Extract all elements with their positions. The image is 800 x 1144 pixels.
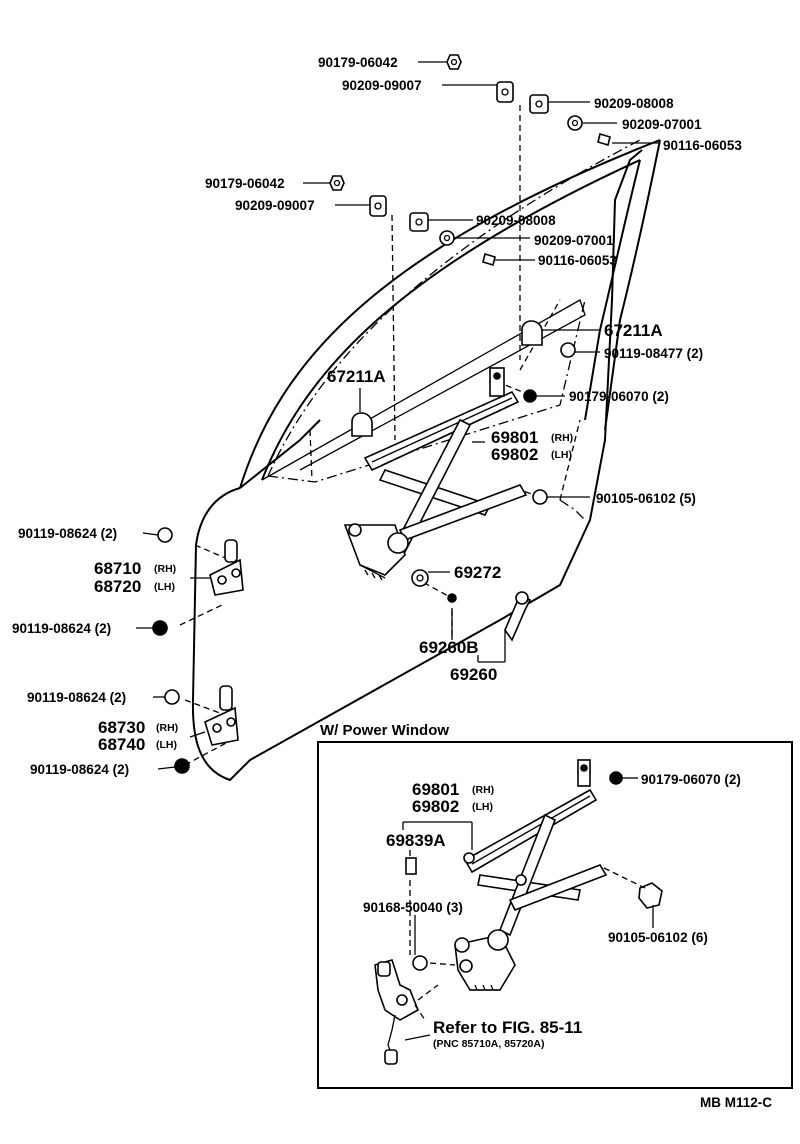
label-90119-08624-b: 90119-08624 (2) [12, 621, 111, 636]
window-crank-handle [504, 591, 532, 642]
label-90179-06070: 90179-06070 (2) [569, 389, 669, 404]
label-90105-06102: 90105-06102 (5) [596, 491, 696, 506]
inset-label-69801-side: (RH) [472, 784, 494, 796]
label-90209-08008-b: 90209-08008 [476, 213, 556, 228]
fasteners [152, 54, 611, 774]
inset-label-90179-06070: 90179-06070 (2) [641, 772, 741, 787]
label-68740-side: (LH) [156, 739, 177, 751]
label-90209-07001-b: 90209-07001 [534, 233, 614, 248]
label-68730: 68730 [98, 718, 145, 737]
label-68710: 68710 [94, 559, 141, 578]
inset-title: W/ Power Window [320, 722, 449, 739]
power-window-inset: W/ Power Window [317, 722, 793, 1089]
label-90209-09007-a: 90209-09007 [342, 78, 422, 93]
inset-ref-sub-label: (PNC 85710A, 85720A) [433, 1038, 544, 1050]
label-67211a-lower: 67211A [327, 367, 386, 386]
label-69802: 69802 [491, 445, 538, 464]
leader-lines [136, 61, 660, 770]
inset-label-90105-06102: 90105-06102 (6) [608, 930, 708, 945]
label-90119-08624-d: 90119-08624 (2) [30, 762, 129, 777]
inset-label-69839a: 69839A [386, 831, 446, 850]
label-90209-09007-b: 90209-09007 [235, 198, 315, 213]
label-90119-08624-a: 90119-08624 (2) [18, 526, 117, 541]
label-69801-side: (RH) [551, 432, 573, 444]
inset-label-69802: 69802 [412, 797, 459, 816]
label-68730-side: (RH) [156, 722, 178, 734]
lower-hinge [204, 685, 239, 746]
label-90116-06053-a: 90116-06053 [663, 138, 742, 153]
glass-channel-lower [351, 412, 373, 437]
label-68720-side: (LH) [154, 581, 175, 593]
upper-hinge [209, 539, 244, 596]
label-68740: 68740 [98, 735, 145, 754]
glass-channel-upper [521, 320, 543, 346]
inset-label-69801: 69801 [412, 780, 459, 799]
inset-label-90168-50040: 90168-50040 (3) [363, 900, 463, 915]
label-90209-08008-a: 90209-08008 [594, 96, 674, 111]
window-regulator [343, 367, 528, 581]
label-90179-06042-b: 90179-06042 [205, 176, 285, 191]
label-69801: 69801 [491, 428, 538, 447]
label-69802-side: (LH) [551, 449, 572, 461]
label-68720: 68720 [94, 577, 141, 596]
label-90119-08624-c: 90119-08624 (2) [27, 690, 126, 705]
label-90209-07001-a: 90209-07001 [622, 117, 702, 132]
label-68710-side: (RH) [154, 563, 176, 575]
label-90119-08477: 90119-08477 (2) [604, 346, 703, 361]
label-69260: 69260 [450, 665, 497, 684]
figure-code: MB M112-C [700, 1095, 772, 1110]
label-90116-06053-b: 90116-06053 [538, 253, 617, 268]
label-90179-06042-a: 90179-06042 [318, 55, 398, 70]
inset-label-69802-side: (LH) [472, 801, 493, 813]
label-67211a-upper: 67211A [604, 321, 663, 340]
inset-ref-label: Refer to FIG. 85-11 [433, 1018, 582, 1037]
label-69260b: 69260B [419, 638, 479, 657]
label-69272: 69272 [454, 563, 501, 582]
